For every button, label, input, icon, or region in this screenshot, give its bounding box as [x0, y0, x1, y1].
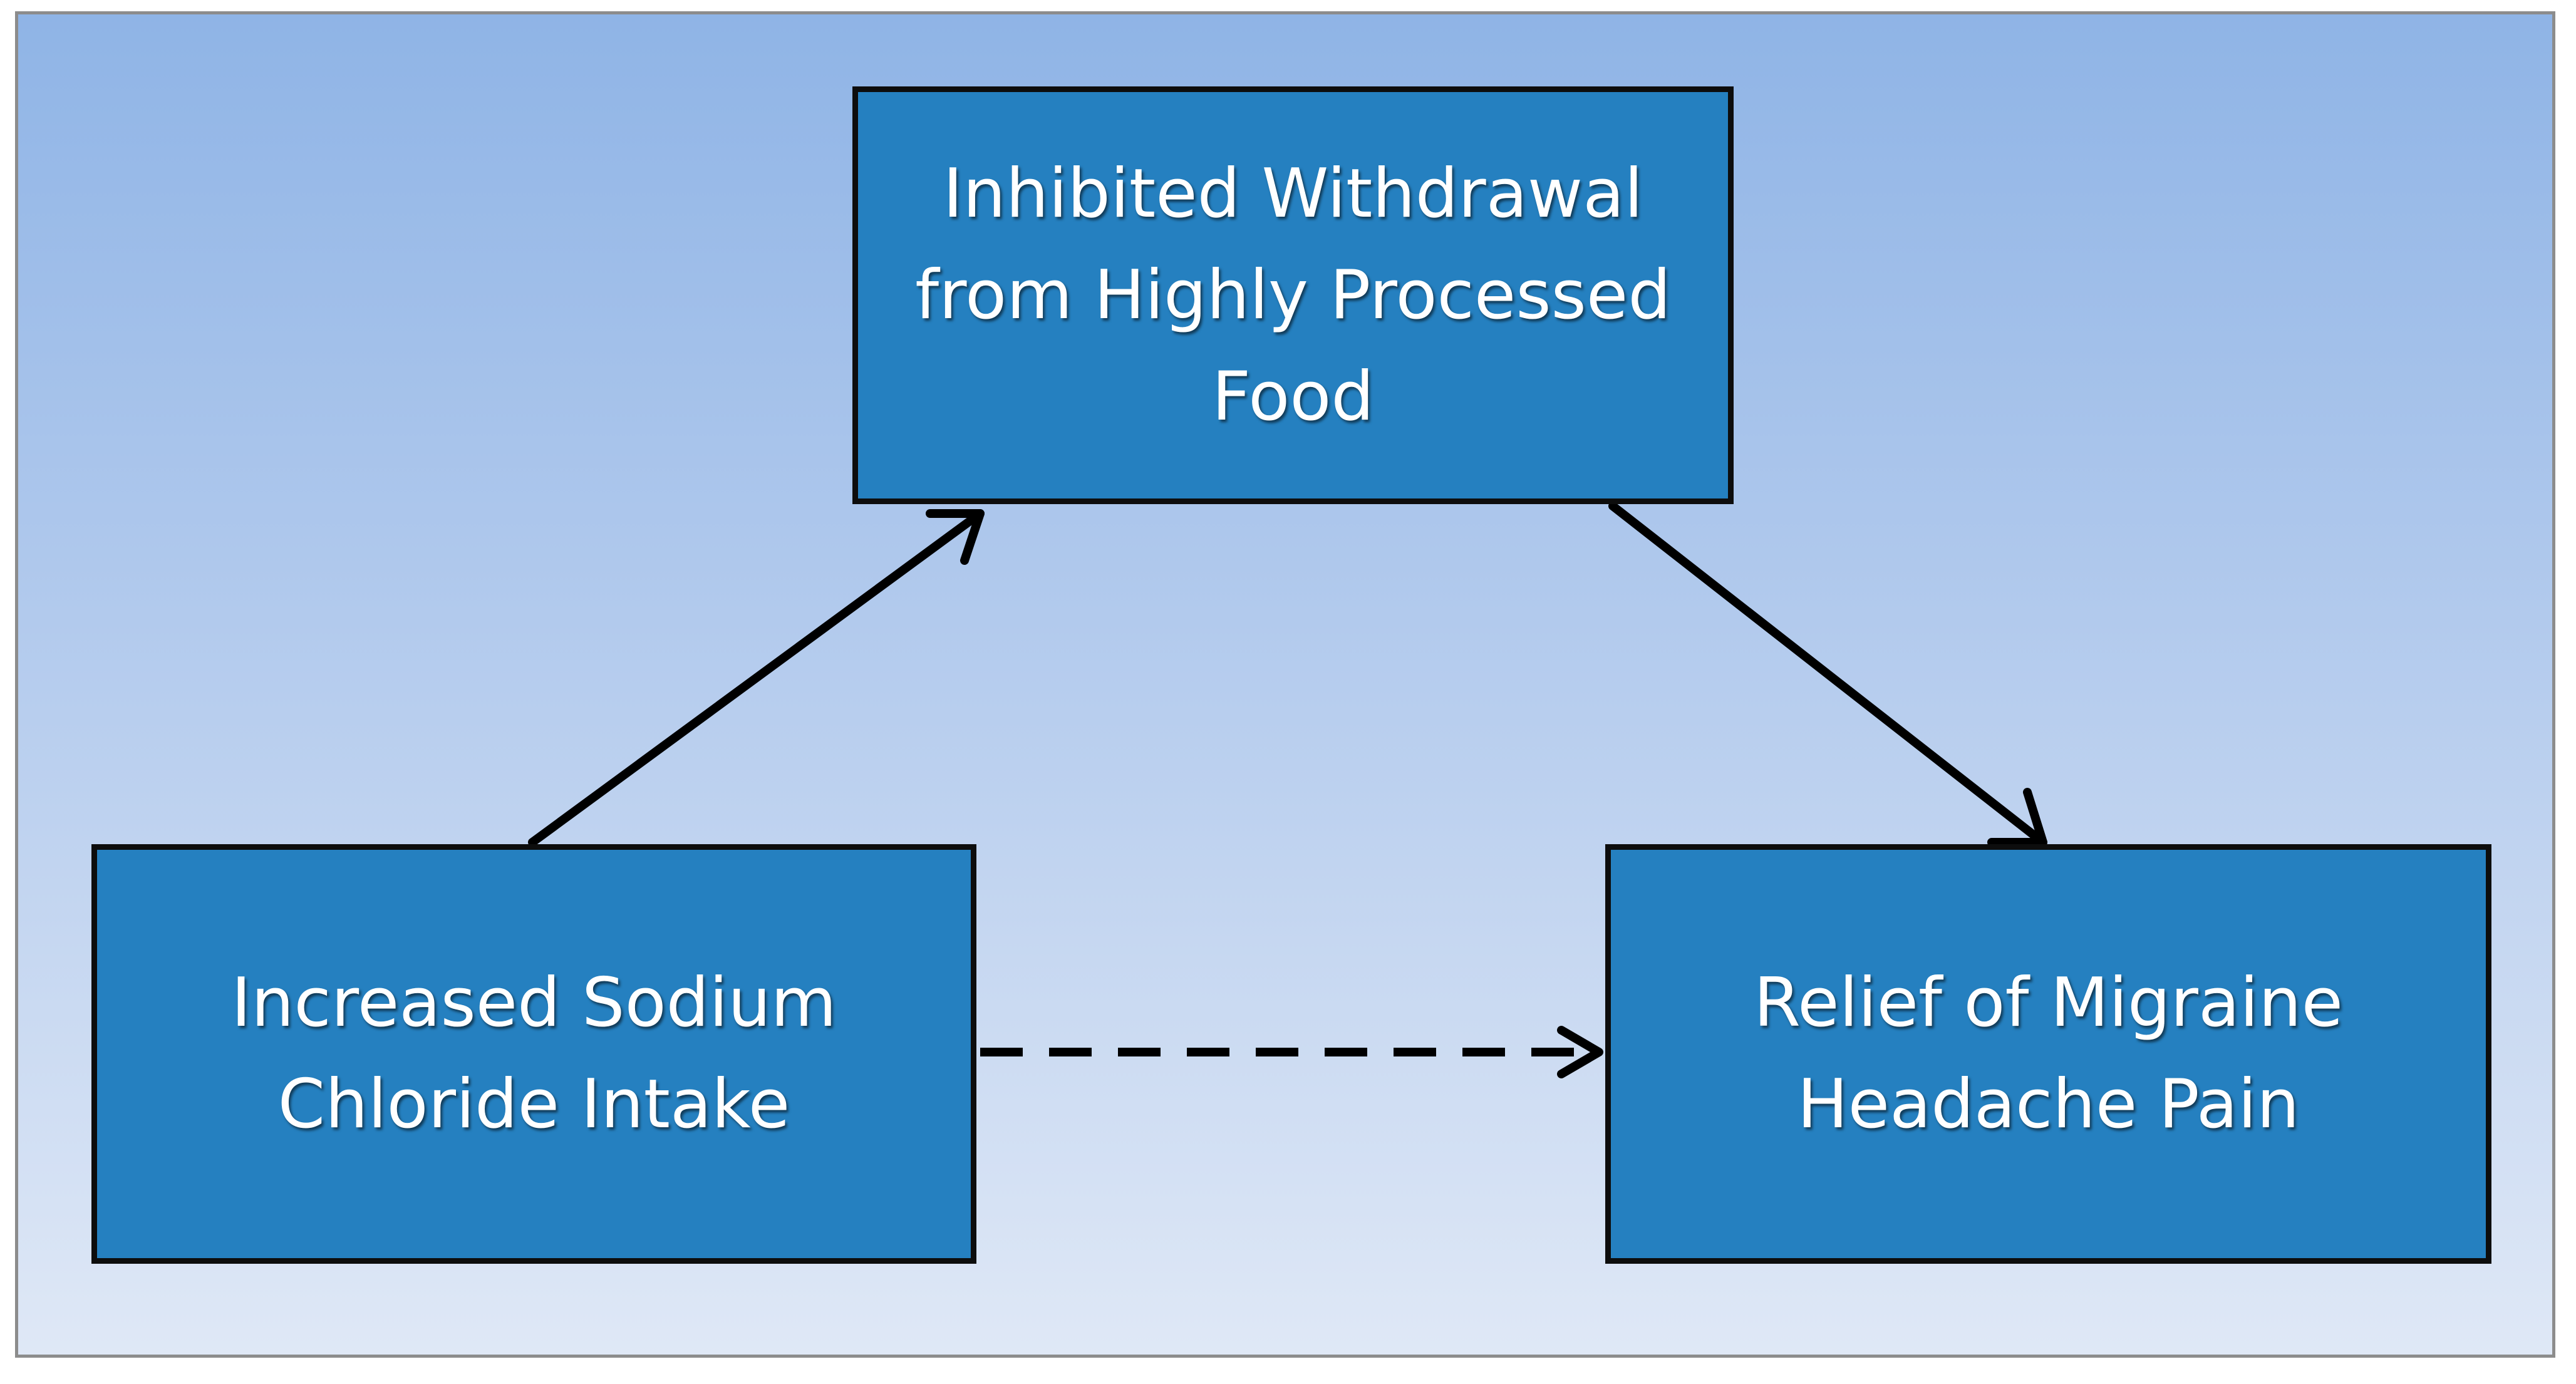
arrow-mediator-to-outcome: [1608, 502, 2047, 847]
arrow-exposure-to-mediator: [528, 509, 985, 847]
exposure-node: Increased Sodium Chloride Intake: [91, 844, 976, 1264]
exposure-label: Increased Sodium Chloride Intake: [231, 964, 837, 1144]
mediator-label: Inhibited Withdrawal from Highly Process…: [915, 154, 1671, 436]
mediator-node: Inhibited Withdrawal from Highly Process…: [852, 86, 1734, 504]
outcome-node: Relief of Migraine Headache Pain: [1605, 844, 2491, 1264]
outcome-label: Relief of Migraine Headache Pain: [1753, 964, 2344, 1144]
arrow-exposure-to-outcome-dashed: [980, 1026, 1603, 1078]
